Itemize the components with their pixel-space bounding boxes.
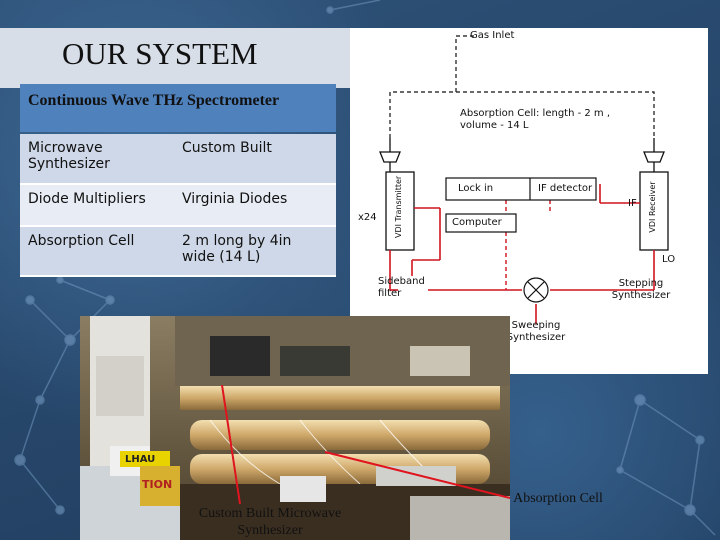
- table-cell-description: Virginia Diodes: [174, 184, 336, 227]
- caption-absorption-cell: Absorption Cell: [513, 491, 603, 506]
- computer-label: Computer: [452, 217, 502, 228]
- lab-photo-illustration: LHAU TION: [80, 316, 510, 540]
- table-cell-component: Diode Multipliers: [20, 184, 174, 227]
- slide-subtitle: Continuous Wave THz Spectrometer: [28, 92, 280, 109]
- if-label: IF: [628, 198, 637, 209]
- mixer-cross-circle-icon: [523, 277, 549, 303]
- table-cell-component: Absorption Cell: [20, 226, 174, 277]
- svg-text:LHAU: LHAU: [125, 454, 155, 465]
- table-cell-component: Microwave Synthesizer: [20, 134, 174, 185]
- bottle-text: TION: [142, 478, 172, 491]
- computer-box: [445, 213, 517, 233]
- sweeping-synthesizer-label: Sweeping Synthesizer: [506, 320, 566, 343]
- multiplier-label: x24: [358, 212, 377, 223]
- table-cell-description: Custom Built: [174, 134, 336, 185]
- absorption-cell-label: Absorption Cell: length - 2 m , volume -…: [460, 108, 611, 131]
- table-row: Absorption Cell 2 m long by 4in wide (14…: [20, 226, 336, 277]
- table-cell-description: 2 m long by 4in wide (14 L): [174, 226, 336, 277]
- schematic-lines: [379, 35, 669, 324]
- table-row: Microwave Synthesizer Custom Built: [20, 134, 336, 185]
- lock-in-if-detector-box: [445, 177, 597, 201]
- vdi-transmitter-box: [385, 171, 415, 251]
- slide-title: OUR SYSTEM: [62, 36, 258, 71]
- caption-microwave-synthesizer: Custom Built Microwave Synthesizer: [198, 506, 342, 538]
- horn-antenna-icon: [643, 151, 665, 163]
- sideband-filter-label: Sideband filter: [378, 276, 425, 299]
- lab-photo: LHAU TION: [80, 316, 510, 540]
- gas-inlet-line: [455, 35, 476, 92]
- table-row: Diode Multipliers Virginia Diodes: [20, 184, 336, 227]
- absorption-cell-outline: [389, 91, 655, 138]
- horn-antenna-icon: [379, 151, 401, 163]
- title-band: [0, 28, 350, 88]
- gas-inlet-label: Gas Inlet: [470, 30, 515, 41]
- spec-table: Microwave Synthesizer Custom Built Diode…: [20, 134, 336, 277]
- if-detector-label: IF detector: [538, 183, 593, 194]
- stepping-synthesizer-label: Stepping Synthesizer: [611, 278, 671, 301]
- lo-label: LO: [662, 254, 676, 265]
- lock-in-label: Lock in: [458, 183, 494, 194]
- subtitle-band: [20, 84, 336, 132]
